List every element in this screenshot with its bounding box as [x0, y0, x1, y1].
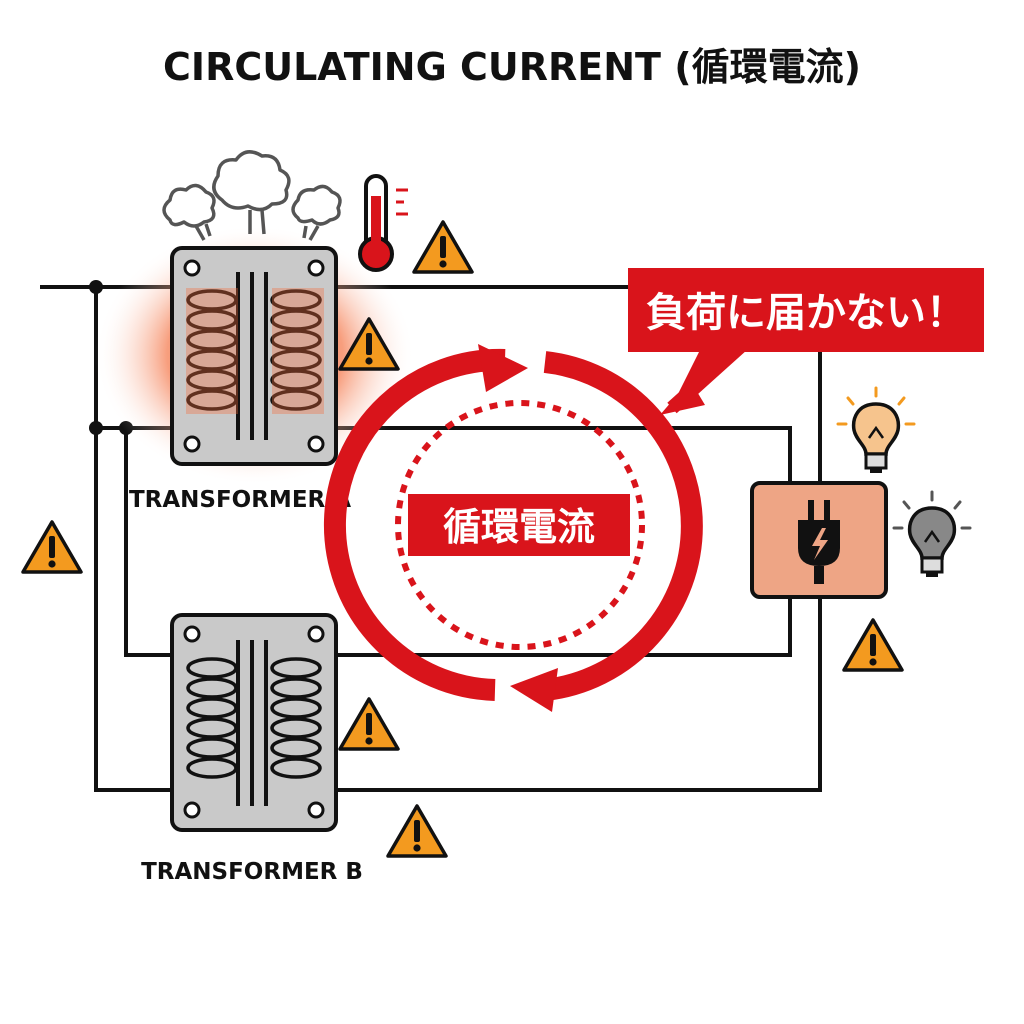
- transformer-a: [170, 246, 338, 466]
- loop-label-box: [408, 494, 630, 556]
- circuit-wires: [40, 285, 822, 792]
- plug-icon: [798, 500, 840, 584]
- lightbulb-dim-icon: [892, 490, 972, 577]
- circulating-loop: [323, 344, 703, 712]
- callout-text: 負荷に届かない！: [646, 290, 966, 336]
- loop-label: 循環電流: [443, 505, 595, 549]
- transformer-a-label: TRANSFORMER A: [129, 487, 351, 513]
- lightbulb-lit-icon: [836, 386, 916, 473]
- warning-icon: [338, 697, 400, 751]
- warning-icon: [21, 520, 83, 574]
- callout: [628, 268, 984, 415]
- page-title: CIRCULATING CURRENT (循環電流): [163, 45, 861, 89]
- warning-icon: [842, 618, 904, 672]
- warning-icon: [386, 804, 448, 858]
- transformer-b: [170, 613, 338, 832]
- thermometer-icon: [358, 174, 408, 272]
- transformer-b-label: TRANSFORMER B: [141, 859, 363, 885]
- warning-icon: [412, 220, 474, 274]
- steam-icon: [162, 150, 342, 241]
